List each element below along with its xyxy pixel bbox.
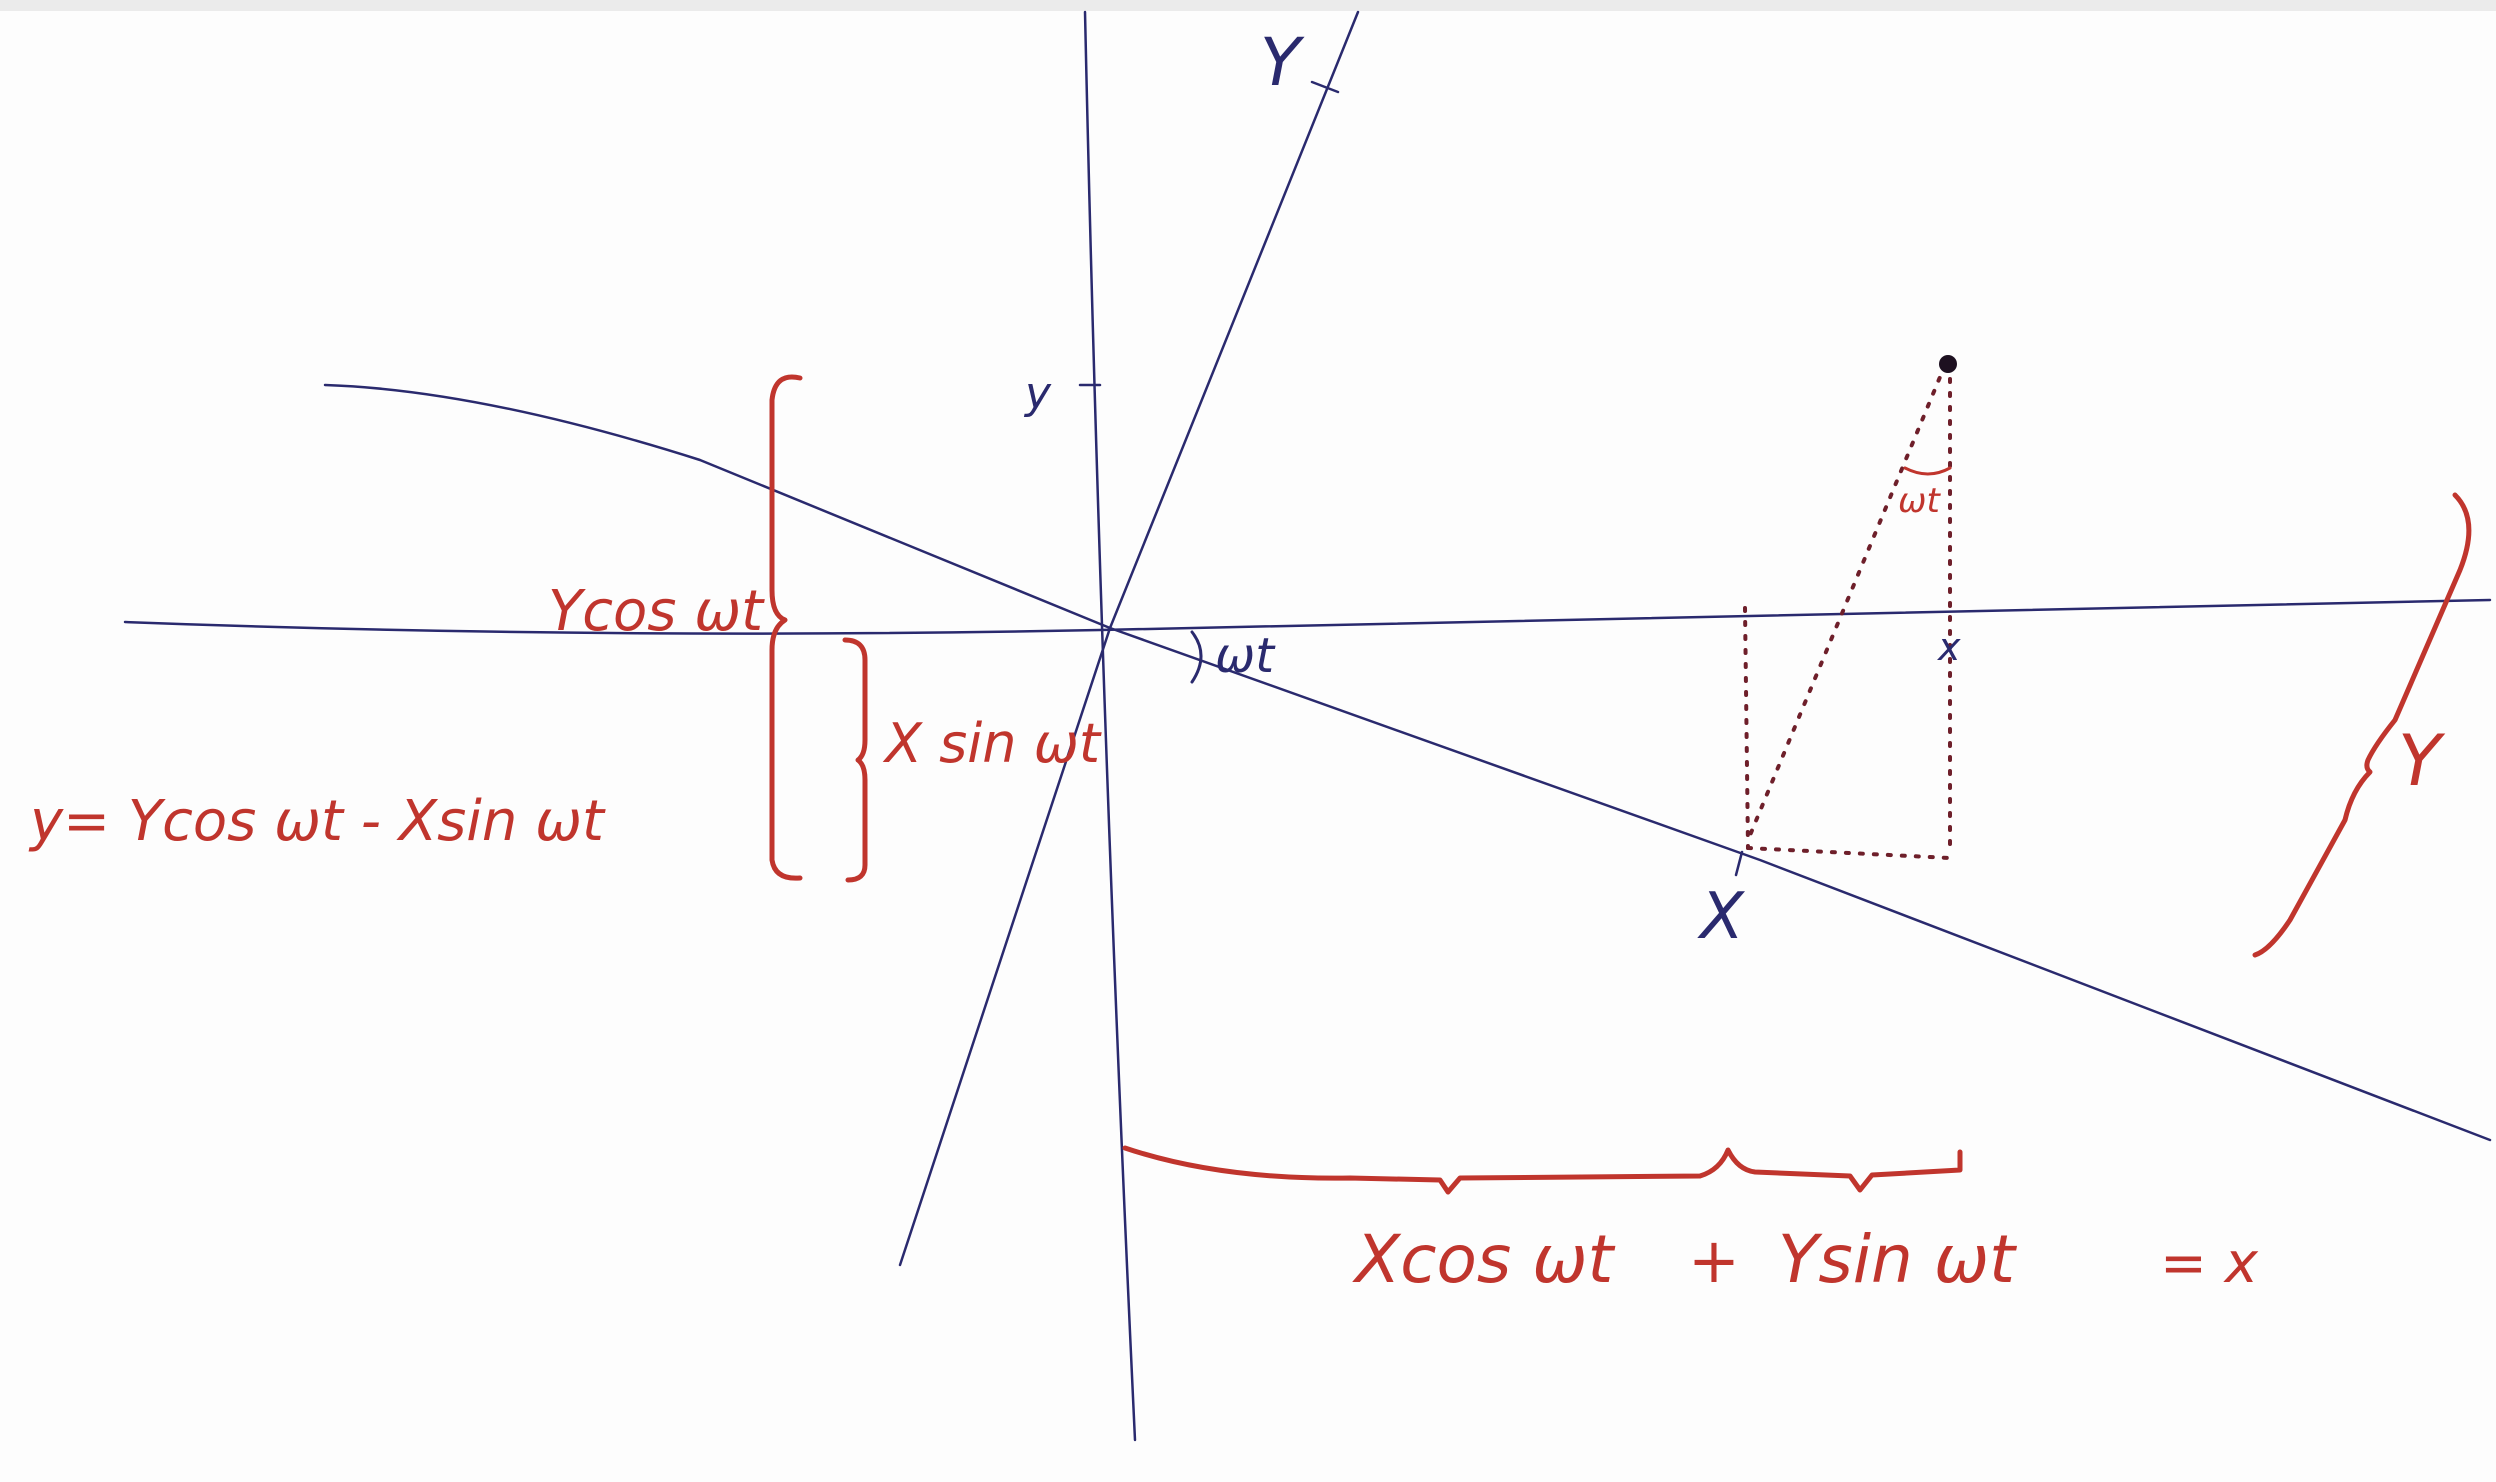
rotated-y-axis-line — [898, 10, 1360, 1267]
angle-arc-icon — [1190, 630, 1203, 684]
top-strip — [0, 0, 2496, 11]
y-axis-label: y — [1023, 368, 1052, 419]
x-equation-plus: + — [1688, 1224, 1740, 1297]
x-equation-right: Ysin ωt — [1778, 1221, 2017, 1298]
dotted-bottom — [1746, 846, 1952, 860]
xsin-brace-icon — [842, 637, 868, 883]
x-equation-left: Xcos ωt — [1352, 1221, 1616, 1298]
angle-label: ωt — [1215, 628, 1276, 684]
xsin-label: X sin ωt — [882, 712, 1102, 775]
x-axis-point-label: x — [1937, 625, 1961, 669]
ycos-label: Ycos ωt — [548, 579, 765, 644]
rotated-x-axis-label: X — [1697, 880, 1745, 954]
x-brace-icon — [1122, 1145, 1963, 1195]
rotated-y-axis-label: Y — [1260, 24, 1305, 101]
ycos-brace-icon — [769, 374, 803, 881]
dotted-diagonal — [1746, 363, 1947, 842]
x-axis-line — [123, 598, 2492, 635]
point-angle-arc-icon — [1903, 466, 1952, 476]
point-construction — [1743, 355, 1957, 860]
rotated-x-axis-line — [323, 383, 2492, 1142]
dotted-left-vertical — [1743, 606, 1750, 850]
rotated-x-tick-mark — [1734, 850, 1744, 877]
rotated-y-tick-mark — [1310, 80, 1340, 94]
y-brace-icon — [2252, 492, 2472, 958]
big-y-label: Y — [2398, 720, 2446, 802]
point-angle-label: ωt — [1898, 481, 1941, 521]
y-axis-line — [1083, 10, 1137, 1442]
y-equation: y= Ycos ωt - Xsin ωt — [28, 789, 606, 854]
point-marker — [1939, 355, 1957, 373]
x-equation-result: = x — [2160, 1231, 2259, 1296]
